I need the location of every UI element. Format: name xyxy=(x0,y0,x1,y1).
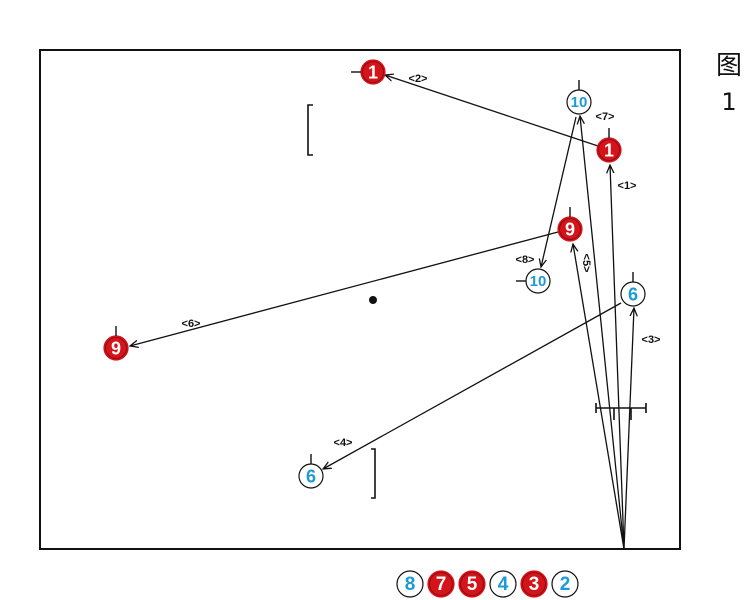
move-7-arrow xyxy=(580,116,625,550)
bench-player-3: 3 xyxy=(520,570,548,598)
blue-6-end-player-number: 6 xyxy=(306,467,316,487)
red-9-start-player: 9 xyxy=(557,207,583,242)
figure-label: 图 1 xyxy=(712,48,746,120)
blue-10-end-player-number: 10 xyxy=(530,273,547,290)
center-spot xyxy=(369,296,377,304)
blue-10-start-player-number: 10 xyxy=(571,94,588,111)
move-8-arrow xyxy=(541,116,577,267)
move-5-arrow xyxy=(573,244,625,550)
blue-6-start-player-number: 6 xyxy=(628,285,638,305)
bench-player-5-disc xyxy=(458,570,486,598)
figure-label-number: 1 xyxy=(721,88,737,116)
bench-player-2-disc xyxy=(551,570,579,598)
bench-player-4: 4 xyxy=(489,570,517,598)
field-bracket-bottom xyxy=(371,448,376,499)
bench-player-7-number: 7 xyxy=(436,574,447,595)
movement-lines xyxy=(130,75,634,550)
move-4-label: <4> xyxy=(334,437,353,449)
blue-6-start-player: 6 xyxy=(620,272,646,307)
red-1-start-player: 1 xyxy=(596,128,622,163)
bench-player-2: 2 xyxy=(551,570,579,598)
bench-player-8: 8 xyxy=(396,570,424,598)
bench-player-7: 7 xyxy=(427,570,455,598)
move-1-arrow xyxy=(610,165,625,550)
move-4-arrow xyxy=(323,302,622,469)
bench-player-7-disc xyxy=(427,570,455,598)
move-2-arrow xyxy=(385,75,599,147)
red-1-start-player-number: 1 xyxy=(604,141,614,161)
field-boundary xyxy=(39,49,681,550)
bench-player-8-number: 8 xyxy=(405,574,416,595)
bench-player-4-disc xyxy=(489,570,517,598)
red-9-start-player-number: 9 xyxy=(565,220,575,240)
bench-player-3-number: 3 xyxy=(529,574,540,595)
red-1-end-player: 1 xyxy=(351,59,386,85)
move-2-label: <2> xyxy=(409,73,428,85)
figure-label-char: 图 xyxy=(715,51,742,81)
red-9-end-player-number: 9 xyxy=(111,339,121,359)
move-6-arrow xyxy=(130,231,559,346)
move-5-label: <5> xyxy=(580,254,592,273)
player-markers: 1 1 9 9 10 10 6 6 xyxy=(103,59,646,489)
move-7-label: <7> xyxy=(596,111,615,123)
field-bracket-top xyxy=(307,104,313,156)
movement-labels: <1> <2> <3> <4> <5> <6> <7> <8> xyxy=(182,73,661,449)
bench-player-5-number: 5 xyxy=(467,574,478,595)
move-1-label: <1> xyxy=(618,180,637,192)
move-3-arrow xyxy=(623,308,634,550)
move-3-label: <3> xyxy=(642,334,661,346)
bench-player-3-disc xyxy=(520,570,548,598)
bench-player-4-number: 4 xyxy=(498,574,509,595)
screen-marker xyxy=(595,403,647,420)
blue-10-start-player: 10 xyxy=(566,80,592,115)
move-6-label: <6> xyxy=(182,318,201,330)
move-8-label: <8> xyxy=(516,254,535,266)
blue-10-end-player: 10 xyxy=(516,268,551,294)
red-1-end-player-number: 1 xyxy=(368,63,378,83)
bench-player-2-number: 2 xyxy=(560,574,571,595)
red-9-end-player: 9 xyxy=(103,326,129,361)
bench-player-5: 5 xyxy=(458,570,486,598)
blue-6-end-player: 6 xyxy=(298,454,324,489)
bench-player-8-disc xyxy=(396,570,424,598)
